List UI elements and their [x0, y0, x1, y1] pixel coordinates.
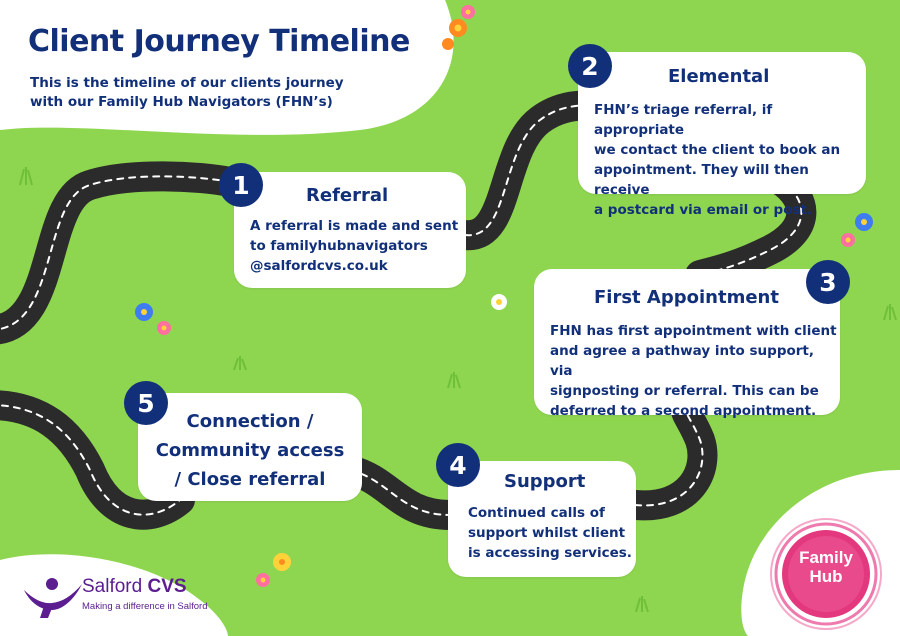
step-number-badge: 4: [436, 443, 480, 487]
step-title-line: Connection /: [186, 411, 314, 432]
step-number-badge: 2: [568, 44, 612, 88]
step-line: FHN’s triage referral, if appropriate: [594, 102, 773, 138]
salford-logo-tagline: Making a difference in Salford: [82, 601, 208, 612]
step-line: A referral is made and sent: [250, 218, 459, 234]
flower-icon: [135, 303, 171, 335]
step-title: First Appointment: [594, 287, 779, 308]
step-line: support whilst client: [468, 525, 626, 541]
step-card-referral: Referral A referral is made and sent to …: [234, 172, 466, 288]
step-description: FHN has first appointment with client an…: [550, 321, 840, 421]
step-description: Continued calls of support whilst client…: [468, 503, 632, 563]
step-card-connection: Connection / Community access / Close re…: [138, 393, 362, 501]
step-line: @salfordcvs.co.uk: [250, 258, 388, 274]
step-title-line: / Close referral: [174, 469, 326, 490]
step-line: is accessing services.: [468, 545, 632, 561]
flower-icon: [491, 294, 507, 310]
step-title-line: Community access: [155, 440, 345, 461]
step-card-first-appointment: First Appointment FHN has first appointm…: [534, 269, 840, 419]
step-number-badge: 3: [806, 260, 850, 304]
step-line: to familyhubnavigators: [250, 238, 428, 254]
flower-icon: [442, 5, 475, 50]
step-line: signposting or referral. This can be: [550, 383, 819, 399]
step-description: FHN’s triage referral, if appropriate we…: [594, 100, 866, 220]
step-title: Elemental: [668, 66, 770, 87]
hub-word: Hub: [809, 567, 843, 586]
flower-icon: [841, 213, 873, 247]
step-card-support: Support Continued calls of support whils…: [448, 461, 636, 577]
family-hub-word: Family: [799, 548, 853, 567]
step-description: A referral is made and sent to familyhub…: [250, 216, 458, 276]
cvs-word: CVS: [147, 576, 187, 597]
step-line: Continued calls of: [468, 505, 605, 521]
step-title: Connection / Community access / Close re…: [138, 407, 362, 494]
salford-cvs-logo: Salford CVS Making a difference in Salfo…: [20, 576, 230, 620]
step-line: FHN has first appointment with client: [550, 323, 837, 339]
step-line: deferred to a second appointment.: [550, 403, 817, 419]
step-line: we contact the client to book an: [594, 142, 841, 158]
family-hub-logo: [770, 518, 882, 630]
footer-blob: [0, 554, 228, 636]
page-title: Client Journey Timeline: [28, 24, 410, 59]
step-line: and agree a pathway into support, via: [550, 343, 814, 379]
salford-logo-name: Salford CVS: [82, 576, 187, 598]
step-number-badge: 5: [124, 381, 168, 425]
step-title: Referral: [306, 185, 389, 206]
step-line: appointment. They will then receive: [594, 162, 809, 198]
salford-logo-figure: [24, 578, 82, 618]
salford-word: Salford: [82, 576, 148, 597]
header-blob: [0, 0, 454, 135]
flower-icon: [256, 553, 291, 587]
family-hub-logo-text: Family Hub: [771, 548, 881, 586]
step-number-badge: 1: [219, 163, 263, 207]
grass-tufts: [19, 167, 897, 613]
step-card-elemental: Elemental FHN’s triage referral, if appr…: [578, 52, 866, 218]
step-line: a postcard via email or post.: [594, 202, 813, 218]
step-title: Support: [504, 471, 586, 492]
page-subtitle: This is the timeline of our clients jour…: [30, 75, 344, 110]
